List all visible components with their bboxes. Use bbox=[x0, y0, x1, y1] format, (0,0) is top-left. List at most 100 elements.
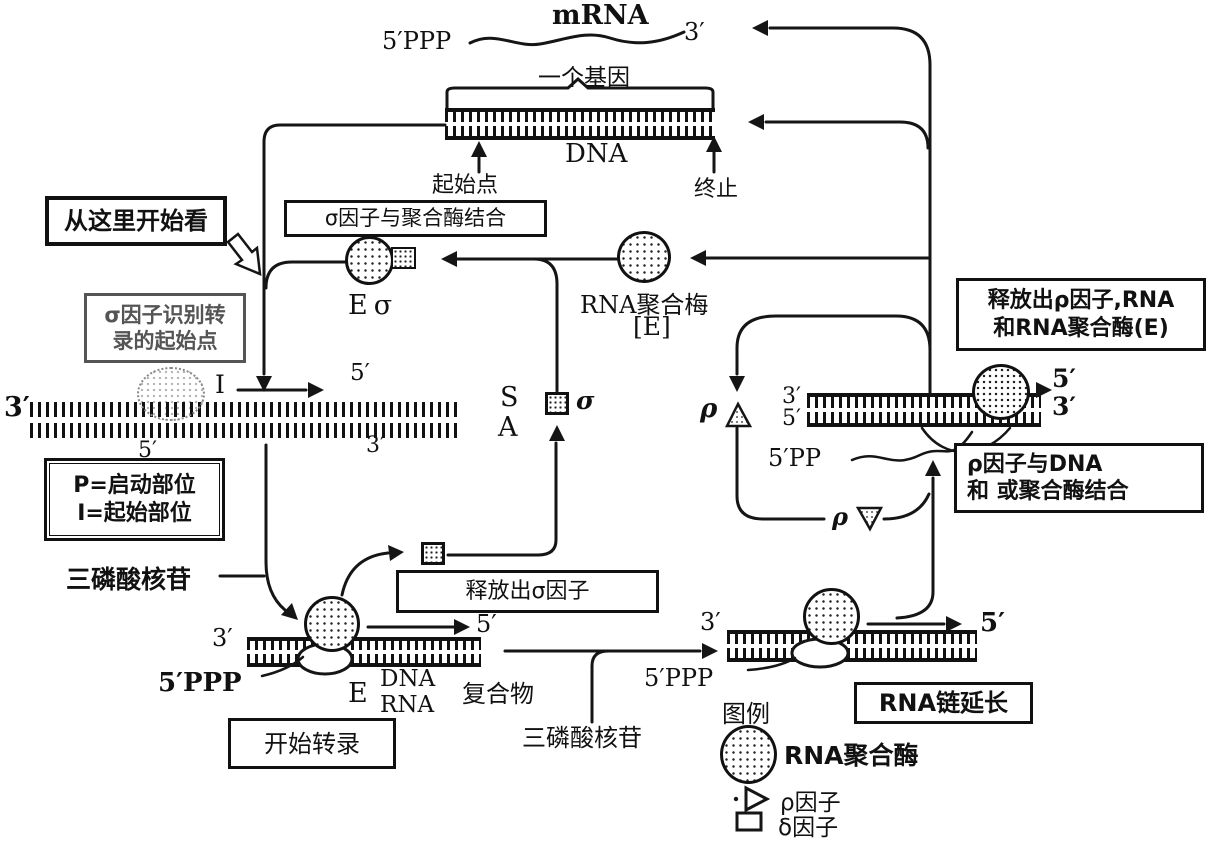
init-dna-label: DNA bbox=[380, 666, 436, 692]
legend-title: 图例 bbox=[722, 700, 770, 728]
rna-polymerase-e-label: [E] bbox=[633, 312, 671, 341]
legend-polymerase-circle bbox=[720, 725, 777, 784]
mid-left-dna-strand bbox=[30, 402, 460, 438]
init-arrow-five-prime: 5′ bbox=[476, 610, 497, 638]
elong-five-prime: 5′ bbox=[980, 608, 1005, 638]
rho-return-curve bbox=[882, 492, 931, 521]
release-sigma-box: 释放出σ因子 bbox=[396, 570, 659, 613]
arrowhead-sigma-up bbox=[549, 425, 565, 441]
release-rho-line1: 释放出ρ因子,RNA bbox=[987, 288, 1175, 313]
start-point-label: 起始点 bbox=[432, 173, 499, 198]
elong-five-ppp: 5′PPP bbox=[644, 664, 714, 692]
recycle-trunk bbox=[768, 26, 932, 395]
promoter-to-init-descent bbox=[264, 443, 287, 612]
promoter-def-line2: I=起始部位 bbox=[77, 500, 192, 526]
elongation-polymerase-circle bbox=[803, 588, 860, 645]
top-dna-label: DNA bbox=[565, 139, 628, 169]
sigma-recognize-line1: σ因子识别转 bbox=[104, 302, 226, 327]
init-e-label: E bbox=[348, 678, 368, 709]
release-rho-line2: 和RNA聚合酶(E) bbox=[993, 315, 1169, 341]
promoter-site-faint-circle bbox=[137, 367, 205, 421]
strand-a-label: A bbox=[498, 412, 518, 443]
rna-elongation-box: RNA链延长 bbox=[854, 682, 1033, 724]
rho-release-path bbox=[735, 314, 932, 376]
term-right-three-prime: 3′ bbox=[1052, 392, 1076, 421]
termination-polymerase-circle bbox=[972, 364, 1030, 420]
rho-binds-line2: 和 或聚合酶结合 bbox=[967, 479, 1129, 504]
sigma-binds-polymerase-label: σ因子与聚合酶结合 bbox=[324, 206, 507, 231]
init-three-prime: 3′ bbox=[212, 624, 233, 652]
rho-factor-up-triangle bbox=[724, 401, 753, 428]
arrowhead-to-esigma bbox=[441, 251, 457, 267]
rho-factor-down-triangle bbox=[855, 506, 884, 532]
legend-rnap-label: RNA聚合酶 bbox=[784, 741, 919, 770]
strand-s-label: S bbox=[500, 382, 519, 413]
legend-rho-label: ρ因子 bbox=[780, 790, 841, 816]
strand-right-five-prime: 5′ bbox=[350, 360, 370, 386]
sigma-symbol-label: σ bbox=[576, 386, 595, 415]
arrowhead-to-elong bbox=[702, 643, 718, 659]
ntp-left-label: 三磷酸核苷 bbox=[66, 565, 192, 594]
arrowhead-start-point-up bbox=[471, 141, 487, 157]
top-dna-bar bbox=[445, 108, 715, 140]
esigma-label: Eσ bbox=[348, 290, 399, 321]
strand-below-five-prime: 5′ bbox=[138, 438, 157, 463]
esigma-descent-join bbox=[264, 260, 352, 290]
rho-binds-box: ρ因子与DNA 和 或聚合酶结合 bbox=[954, 443, 1204, 513]
branch-to-dna bbox=[764, 120, 930, 150]
sigma-square-released bbox=[421, 542, 445, 565]
legend-sigma-label: δ因子 bbox=[778, 815, 839, 841]
start-here-box: 从这里开始看 bbox=[45, 196, 227, 246]
legend-rho-triangle-icon bbox=[744, 785, 771, 813]
rho-released-label: ρ bbox=[700, 394, 718, 424]
initiation-dna-bar bbox=[247, 637, 481, 667]
start-here-callout-arrow bbox=[226, 232, 262, 276]
rho-returning-label: ρ bbox=[832, 502, 848, 531]
arrowhead-to-termination-up bbox=[925, 460, 941, 476]
ntp-mid-label: 三磷酸核苷 bbox=[522, 724, 642, 752]
sigma-square-at-start-site bbox=[545, 392, 569, 415]
strand-left-three-prime: 3′ bbox=[4, 392, 30, 423]
start-transcription-label: 开始转录 bbox=[264, 729, 360, 758]
arrowhead-sigma-release bbox=[388, 545, 404, 561]
rho-travel-path bbox=[735, 426, 826, 521]
start-here-label: 从这里开始看 bbox=[64, 207, 208, 235]
arrowhead-into-init-complex bbox=[281, 603, 298, 620]
sigma-recognize-box: σ因子识别转 录的起始点 bbox=[84, 293, 246, 363]
elong-three-prime: 3′ bbox=[700, 608, 721, 636]
promoter-def-line1: P=启动部位 bbox=[73, 473, 196, 498]
init-rna-label: RNA bbox=[380, 692, 435, 718]
rna-polymerase-label: RNA聚合梅 bbox=[580, 291, 709, 319]
rna-elongation-label: RNA链延长 bbox=[878, 689, 1009, 717]
esigma-sigma-square bbox=[391, 247, 416, 269]
arrowhead-to-dna bbox=[748, 114, 764, 130]
ntp-mid-line bbox=[590, 649, 610, 724]
sigma-recognize-line2: 录的起始点 bbox=[112, 329, 218, 353]
rho-binds-line1: ρ因子与DNA bbox=[967, 451, 1103, 477]
sigma-release-curve bbox=[340, 551, 390, 597]
term-left-five-prime: 5′ bbox=[782, 406, 801, 431]
rna-polymerase-circle bbox=[617, 231, 671, 283]
term-five-pp: 5′PP bbox=[768, 444, 822, 472]
initiation-polymerase-circle bbox=[304, 596, 360, 652]
arrowhead-rho-release-down bbox=[729, 376, 745, 392]
arrowhead-init-transcript bbox=[454, 619, 470, 635]
start-transcription-box: 开始转录 bbox=[228, 718, 396, 769]
arrowhead-to-mrna bbox=[752, 20, 768, 36]
sigma-return-lower bbox=[446, 441, 558, 557]
release-rho-box: 释放出ρ因子,RNA 和RNA聚合酶(E) bbox=[956, 278, 1206, 351]
one-gene-label: 一个基因 bbox=[538, 65, 630, 91]
term-right-five-prime: 5′ bbox=[1052, 364, 1076, 393]
arrowhead-init-site-right bbox=[308, 382, 324, 398]
elong-to-term-line bbox=[895, 476, 935, 620]
mrna-three-prime-label: 3′ bbox=[684, 18, 705, 46]
esigma-holoenzyme-circle bbox=[345, 236, 394, 285]
mrna-five-ppp-label: 5′PPP bbox=[382, 27, 452, 55]
mrna-label: mRNA bbox=[552, 0, 649, 31]
legend-sigma-square-icon bbox=[735, 811, 763, 832]
mrna-wave-line bbox=[468, 30, 686, 47]
arrowhead-promoter-down bbox=[256, 376, 272, 392]
termination-label: 终止 bbox=[694, 177, 739, 202]
sigma-binds-polymerase-box: σ因子与聚合酶结合 bbox=[284, 200, 547, 237]
